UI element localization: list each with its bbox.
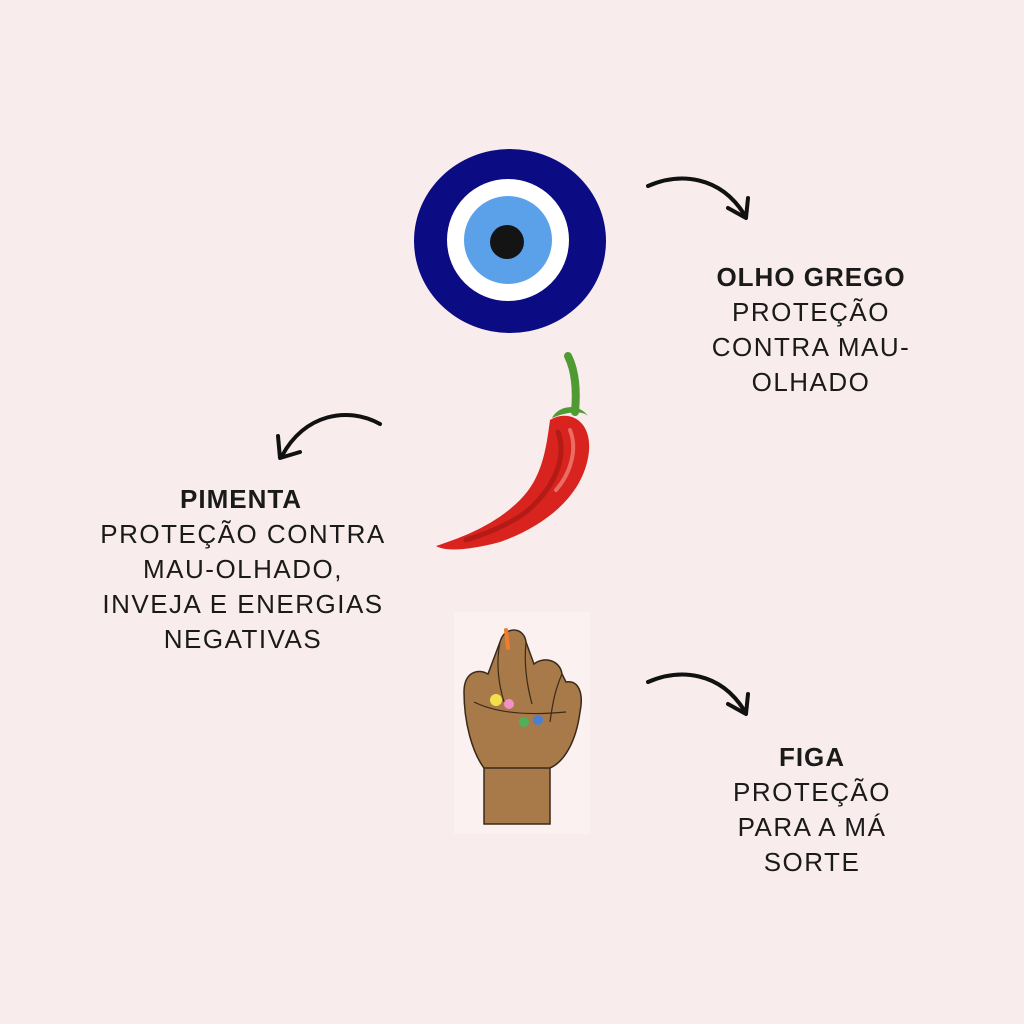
caption-line: SORTE	[763, 847, 861, 877]
caption-line: NEGATIVAS	[163, 624, 323, 654]
caption-line: MAU-OLHADO,	[143, 554, 343, 584]
caption-line: PARA A MÁ	[737, 812, 887, 842]
caption-olho-grego: OLHO GREGO PROTEÇÃO CONTRA MAU- OLHADO	[686, 260, 936, 400]
arrow-left-icon	[276, 412, 382, 460]
chili-pepper-icon	[436, 352, 590, 550]
caption-line: PROTEÇÃO	[733, 777, 891, 807]
caption-figa: FIGA PROTEÇÃO PARA A MÁ SORTE	[712, 740, 912, 880]
caption-title: FIGA	[778, 742, 846, 772]
caption-line: OLHADO	[751, 367, 871, 397]
caption-title: OLHO GREGO	[716, 262, 906, 292]
caption-line: INVEJA E ENERGIAS	[102, 589, 384, 619]
caption-line: PROTEÇÃO CONTRA	[100, 519, 386, 549]
figa-hand-icon	[454, 612, 590, 834]
caption-title: PIMENTA	[180, 484, 303, 514]
caption-line: PROTEÇÃO	[732, 297, 890, 327]
arrow-right-icon	[646, 672, 750, 716]
arrow-right-icon	[646, 176, 750, 220]
caption-pimenta: PIMENTA PROTEÇÃO CONTRA MAU-OLHADO, INVE…	[98, 482, 388, 657]
evil-eye-icon	[414, 149, 606, 333]
caption-line: CONTRA MAU-	[711, 332, 911, 362]
